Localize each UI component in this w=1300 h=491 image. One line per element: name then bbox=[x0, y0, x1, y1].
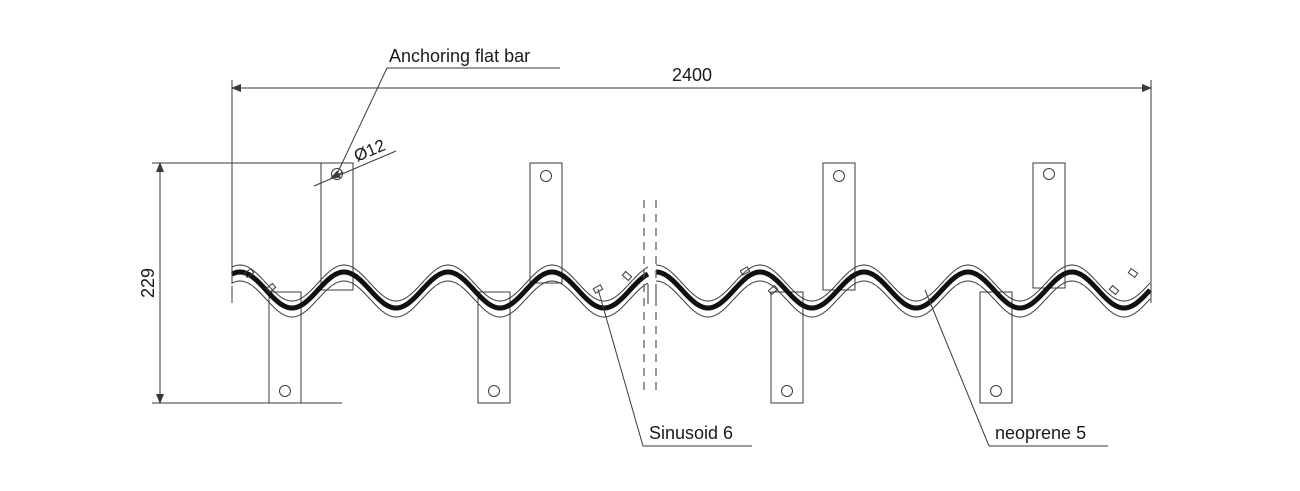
anchor-hole bbox=[279, 385, 291, 397]
fixing-clips bbox=[243, 266, 1139, 296]
callout-anchoring-flat-bar-label: Anchoring flat bar bbox=[389, 46, 530, 66]
callout-sinusoid-label: Sinusoid 6 bbox=[649, 423, 733, 443]
neoprene-strip bbox=[655, 269, 1152, 311]
dimension-height: 229 bbox=[138, 162, 342, 404]
anchor-plate-upper-3 bbox=[822, 162, 856, 291]
anchor-plate-upper-4 bbox=[1032, 162, 1066, 289]
callout-neoprene: neoprene 5 bbox=[924, 289, 1108, 447]
dimension-width-label: 2400 bbox=[672, 65, 712, 85]
fixing-clip bbox=[243, 267, 255, 279]
fixing-clip bbox=[265, 282, 277, 294]
anchor-plate-lower-2 bbox=[477, 291, 511, 404]
anchor-plate-lower-1 bbox=[268, 291, 302, 404]
callout-neoprene-label: neoprene 5 bbox=[995, 423, 1086, 443]
anchor-hole bbox=[540, 170, 552, 182]
anchor-hole bbox=[990, 385, 1002, 397]
fixing-clip bbox=[592, 284, 604, 294]
neoprene-strip bbox=[230, 269, 650, 311]
dimension-height-label: 229 bbox=[138, 268, 158, 298]
leader-line bbox=[924, 289, 990, 447]
lower-anchor-plates bbox=[268, 291, 1013, 404]
anchor-hole bbox=[1043, 168, 1055, 180]
diameter-leader bbox=[313, 150, 397, 187]
anchor-hole bbox=[781, 385, 793, 397]
sinusoid-outer-line bbox=[655, 264, 1151, 302]
fixing-clip bbox=[739, 266, 751, 276]
fixing-clip bbox=[767, 284, 779, 296]
fixing-clip bbox=[1127, 267, 1139, 279]
anchor-plate-upper-2 bbox=[529, 162, 563, 284]
hole-diameter-label: Ø12 bbox=[351, 136, 388, 166]
fixing-clip bbox=[621, 270, 633, 282]
sinusoid-profile bbox=[230, 264, 1152, 318]
diameter-arrow bbox=[330, 170, 344, 179]
callout-anchoring-flat-bar: Anchoring flat bar bbox=[336, 46, 560, 175]
sinusoid-outer-line bbox=[231, 280, 649, 318]
leader-line bbox=[336, 67, 388, 175]
callout-sinusoid: Sinusoid 6 bbox=[597, 288, 752, 447]
leader-line bbox=[597, 288, 644, 447]
anchor-hole bbox=[833, 170, 845, 182]
anchor-plate-lower-3 bbox=[770, 291, 804, 404]
upper-anchor-plates bbox=[320, 162, 1066, 291]
anchor-hole bbox=[488, 385, 500, 397]
anchor-plate-lower-4 bbox=[979, 291, 1013, 404]
dimension-width: 2400 bbox=[231, 65, 1152, 284]
fixing-clip bbox=[1108, 284, 1120, 296]
sinusoid-outer-line bbox=[231, 264, 649, 302]
anchor-plate-upper-1 bbox=[320, 162, 354, 291]
sinusoid-outer-line bbox=[655, 280, 1151, 318]
